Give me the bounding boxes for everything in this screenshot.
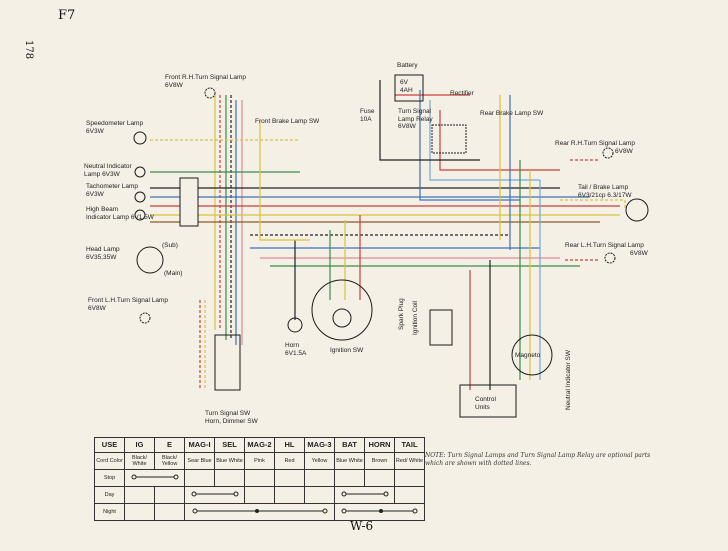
legend-cell: Red [274, 452, 305, 470]
label-magneto: Magneto [515, 352, 541, 359]
wire-legend-table: USE IG E MAG-I SEL MAG-2 HL MAG-3 BAT HO… [94, 437, 425, 521]
legend-cell: Pink [244, 452, 275, 470]
figure-id: W-6 [350, 519, 374, 533]
label-head-sub: (Sub) [162, 242, 178, 249]
legend-header: SEL [214, 437, 245, 453]
legend-header: E [154, 437, 185, 453]
legend-header: IG [124, 437, 155, 453]
legend-cell: Sear Blue [184, 452, 215, 470]
label-rear-brake-sw: Rear Brake Lamp SW [480, 110, 544, 117]
legend-header: BAT [334, 437, 365, 453]
legend-cell: Cord Color [94, 452, 125, 470]
label-rectifier: Rectifier [450, 90, 474, 97]
label-spark-plug: Spark Plug [398, 298, 405, 330]
legend-connection [184, 486, 245, 504]
legend-color-row: Cord Color Black/ White Black/ Yellow Se… [94, 452, 425, 470]
legend-header: USE [94, 437, 125, 453]
legend-header: MAG-2 [244, 437, 275, 453]
label-neutral-indicator-sw: Neutral Indicator SW [565, 350, 572, 410]
legend-header-row: USE IG E MAG-I SEL MAG-2 HL MAG-3 BAT HO… [94, 437, 425, 453]
legend-header: MAG-3 [304, 437, 335, 453]
label-ignition-coil: Ignition Coil [412, 301, 419, 335]
legend-cell: Blue White [334, 452, 365, 470]
legend-cell: Black/ Yellow [154, 452, 185, 470]
legend-stop-row: Stop [94, 469, 425, 487]
legend-connection [184, 503, 335, 521]
legend-cell: Yellow [304, 452, 335, 470]
legend-cell: Black/ White [124, 452, 155, 470]
legend-connection [334, 486, 395, 504]
legend-cell: Red/ White [394, 452, 425, 470]
optional-parts-note: NOTE: Turn Signal Lamps and Turn Signal … [425, 452, 651, 467]
legend-header: HORN [364, 437, 395, 453]
legend-header: HL [274, 437, 305, 453]
label-battery: Battery [397, 62, 418, 69]
legend-cell: Brown [364, 452, 395, 470]
legend-row-label: Night [94, 503, 125, 521]
label-head-main: (Main) [164, 270, 183, 277]
legend-row-label: Stop [94, 469, 125, 487]
legend-cell: Blue White [214, 452, 245, 470]
legend-header: TAIL [394, 437, 425, 453]
label-ignition-sw: Ignition SW [330, 347, 364, 354]
legend-connection [334, 503, 425, 521]
label-front-brake-sw: Front Brake Lamp SW [255, 118, 320, 125]
page-code: F7 [58, 8, 76, 23]
legend-night-row: Night [94, 503, 425, 521]
legend-connection [124, 469, 185, 487]
legend-day-row: Day [94, 486, 425, 504]
legend-row-label: Day [94, 486, 125, 504]
legend-header: MAG-I [184, 437, 215, 453]
